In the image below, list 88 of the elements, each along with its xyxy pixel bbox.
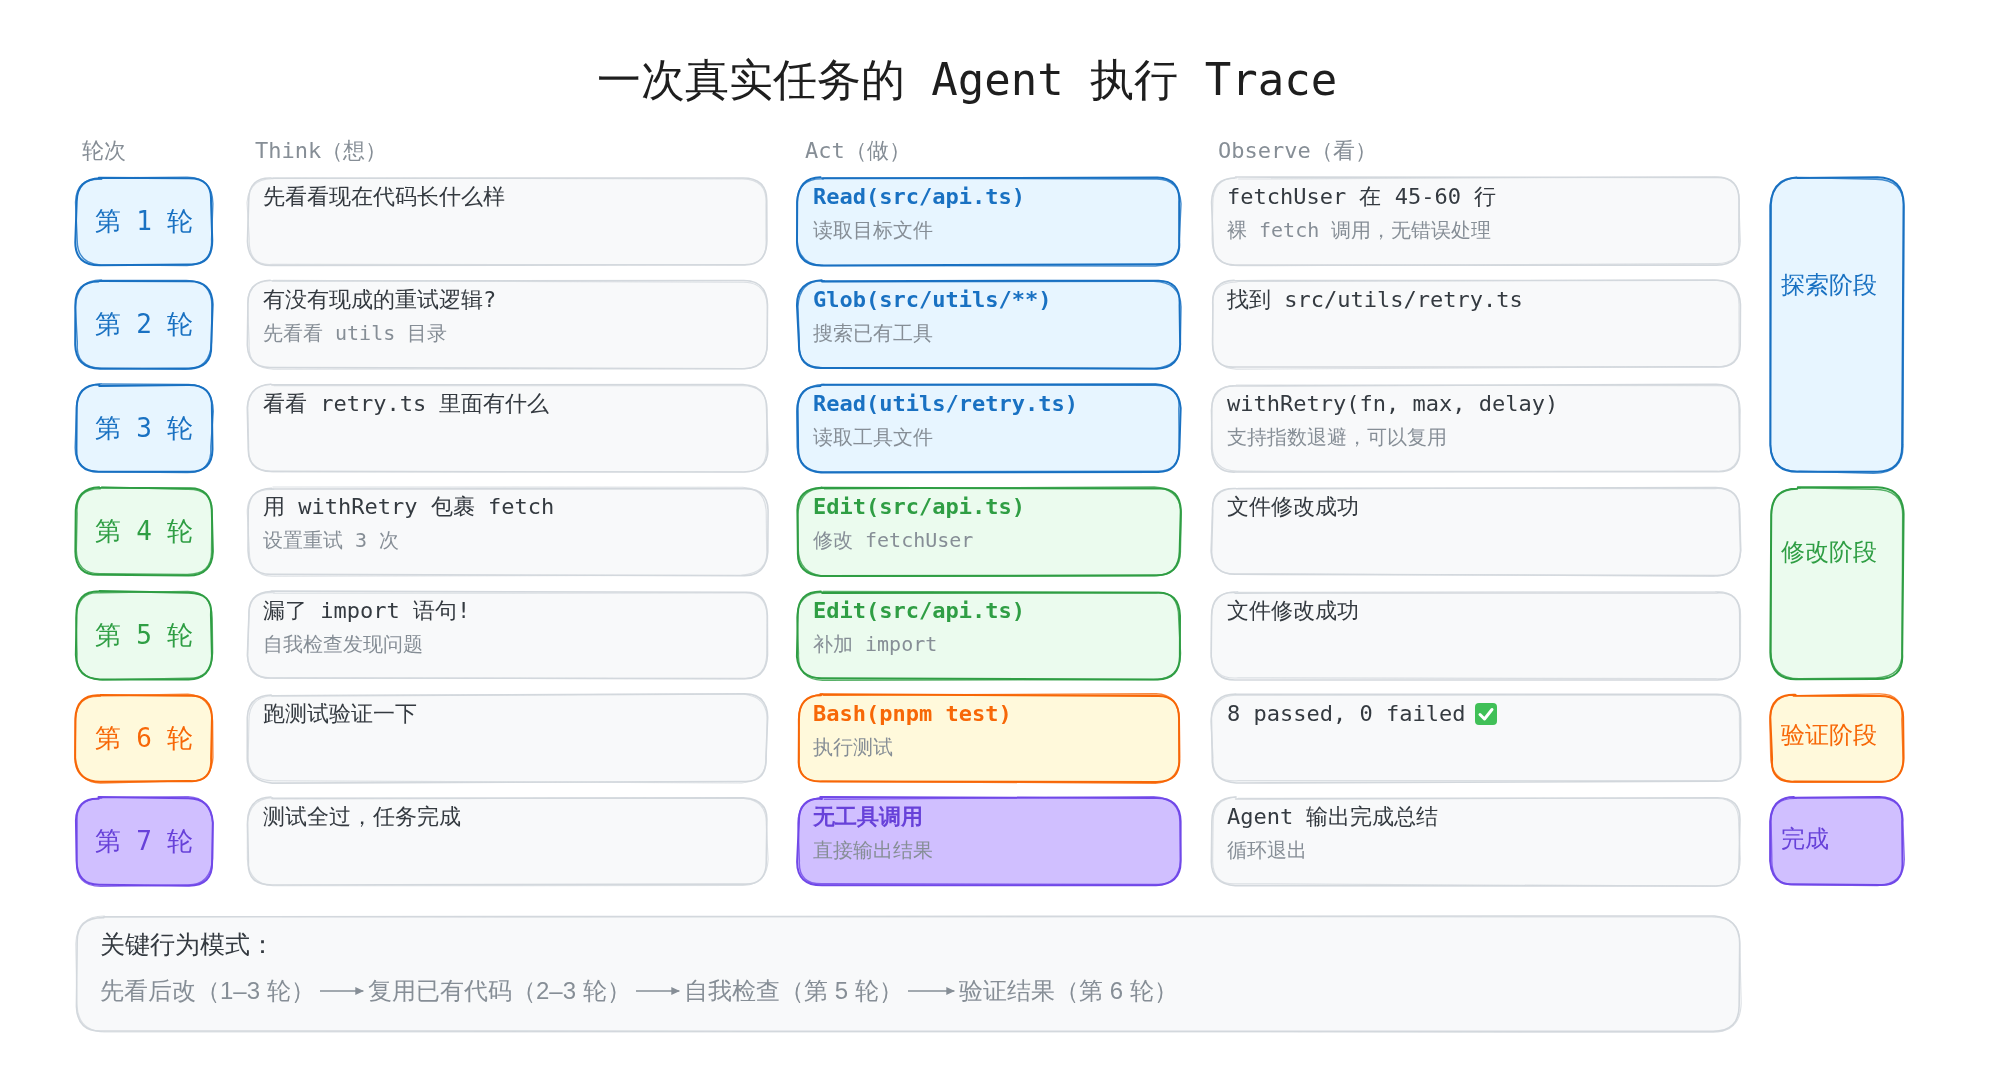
tool-call: Edit(src/api.ts) <box>813 493 1025 521</box>
thought-card <box>245 278 770 371</box>
thought-card <box>245 692 770 785</box>
round-label: 第 6 轮 <box>94 721 194 755</box>
thought-text: 漏了 import 语句! <box>263 597 471 625</box>
tool-call: Bash(pnpm test) <box>813 700 1012 728</box>
round-box <box>73 382 215 475</box>
round-box <box>73 278 215 371</box>
phase-box <box>1768 795 1906 888</box>
action-note: 修改 fetchUser <box>813 526 974 553</box>
action-note: 执行测试 <box>813 733 893 760</box>
observation-text: 找到 src/utils/retry.ts <box>1227 286 1523 314</box>
round-box <box>73 485 215 578</box>
tool-call: Glob(src/utils/**) <box>813 286 1052 314</box>
round-label: 第 2 轮 <box>94 307 194 341</box>
pattern-step: 自我检查（第 5 轮） <box>684 975 903 1007</box>
action-card <box>795 485 1183 578</box>
pattern-step: 验证结果（第 6 轮） <box>959 975 1178 1007</box>
action-card <box>795 692 1183 785</box>
round-label: 第 7 轮 <box>94 824 194 858</box>
observation-note: 支持指数退避，可以复用 <box>1227 423 1447 450</box>
column-header: 轮次 <box>82 137 126 165</box>
thought-card <box>245 795 770 888</box>
observation-card <box>1209 795 1743 888</box>
thought-note: 自我检查发现问题 <box>263 630 423 657</box>
column-header: Think（想） <box>255 137 388 165</box>
action-note: 直接输出结果 <box>813 836 933 863</box>
observation-card <box>1209 278 1743 371</box>
observation-text: Agent 输出完成总结 <box>1227 803 1439 831</box>
observation-card <box>1209 589 1743 682</box>
tool-call: 无工具调用 <box>813 803 923 831</box>
round-label: 第 5 轮 <box>94 618 194 652</box>
observation-text: withRetry(fn, max, delay) <box>1227 390 1559 418</box>
thought-note: 设置重试 3 次 <box>263 526 400 553</box>
round-label: 第 4 轮 <box>94 514 194 548</box>
thought-text: 看看 retry.ts 里面有什么 <box>263 390 550 418</box>
thought-text: 测试全过，任务完成 <box>263 803 461 831</box>
round-box <box>73 175 215 268</box>
column-header: Observe（看） <box>1218 137 1377 165</box>
phase-box <box>1768 485 1906 682</box>
thought-text: 跑测试验证一下 <box>263 700 417 728</box>
observation-card <box>1209 692 1743 785</box>
action-card <box>795 589 1183 682</box>
observation-note: 裸 fetch 调用，无错误处理 <box>1227 216 1492 243</box>
phase-label: 修改阶段 <box>1781 537 1877 567</box>
thought-note: 先看看 utils 目录 <box>263 319 448 346</box>
round-box <box>73 589 215 682</box>
phase-label: 验证阶段 <box>1781 720 1877 750</box>
phase-box <box>1768 692 1906 785</box>
action-note: 搜索已有工具 <box>813 319 933 346</box>
round-box <box>73 795 215 888</box>
thought-text: 先看看现在代码长什么样 <box>263 183 505 211</box>
thought-text: 有没有现成的重试逻辑? <box>263 286 497 314</box>
observation-card <box>1209 382 1743 475</box>
phase-label: 完成 <box>1781 824 1829 854</box>
round-label: 第 3 轮 <box>94 411 194 445</box>
action-note: 补加 import <box>813 630 938 657</box>
thought-card <box>245 589 770 682</box>
tool-call: Edit(src/api.ts) <box>813 597 1025 625</box>
observation-note: 循环退出 <box>1227 836 1307 863</box>
tool-call: Read(utils/retry.ts) <box>813 390 1078 418</box>
observation-text: 8 passed, 0 failed <box>1227 700 1466 728</box>
observation-text: fetchUser 在 45-60 行 <box>1227 183 1497 211</box>
phase-label: 探索阶段 <box>1781 270 1877 300</box>
round-box <box>73 692 215 785</box>
tool-call: Read(src/api.ts) <box>813 183 1025 211</box>
observation-card <box>1209 175 1743 268</box>
column-header: Act（做） <box>805 137 911 165</box>
action-card <box>795 795 1183 888</box>
thought-card <box>245 485 770 578</box>
observation-text: 文件修改成功 <box>1227 597 1359 625</box>
action-note: 读取目标文件 <box>813 216 933 243</box>
round-label: 第 1 轮 <box>94 204 194 238</box>
observation-card <box>1209 485 1743 578</box>
summary-panel <box>74 914 1743 1035</box>
action-card <box>795 175 1183 268</box>
title: 一次真实任务的 Agent 执行 Trace <box>596 54 1338 107</box>
action-note: 读取工具文件 <box>813 423 933 450</box>
pattern-step: 先看后改（1–3 轮） <box>100 975 315 1007</box>
thought-card <box>245 175 770 268</box>
phase-box <box>1768 175 1906 475</box>
summary-heading: 关键行为模式： <box>100 929 275 960</box>
action-card <box>795 278 1183 371</box>
thought-card <box>245 382 770 475</box>
pattern-step: 复用已有代码（2–3 轮） <box>368 975 631 1007</box>
action-card <box>795 382 1183 475</box>
observation-text: 文件修改成功 <box>1227 493 1359 521</box>
thought-text: 用 withRetry 包裹 fetch <box>263 493 555 521</box>
